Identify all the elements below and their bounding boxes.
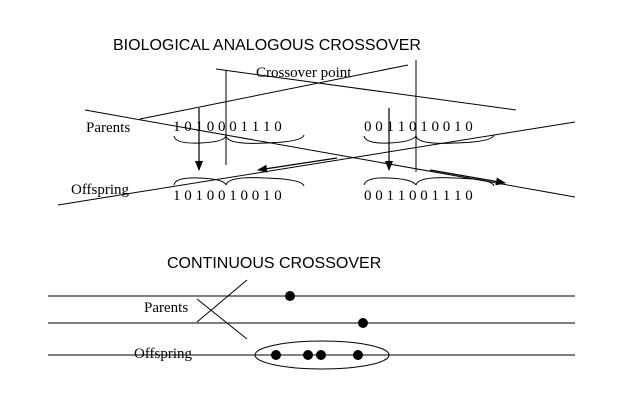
- continuous-parents-label: Parents: [144, 300, 188, 316]
- offspring-point-1: [271, 350, 281, 360]
- continuous-lines: [48, 279, 575, 370]
- offspring-1-brace-right: [225, 177, 305, 187]
- continuous-offspring-label: Offspring: [134, 346, 193, 362]
- offspring-point-2: [303, 350, 313, 360]
- background-cross-lines: [57, 64, 576, 206]
- parent-braces: [173, 134, 495, 144]
- parent-1-brace-right: [225, 134, 305, 144]
- offspring-point-4: [353, 350, 363, 360]
- parent-2-point: [358, 318, 368, 328]
- offspring-1-brace-left: [173, 177, 227, 186]
- offspring-1-bits: 1 0 1 0 0 1 0 0 1 0: [173, 188, 282, 204]
- parent-2-bits: 0 0 1 1 0 1 0 0 1 0: [364, 119, 473, 135]
- arrow-to-offspring-1: [257, 157, 338, 173]
- offspring-2-bits: 0 0 1 1 0 0 1 1 1 0: [364, 188, 473, 204]
- parent-1-brace-left: [173, 135, 227, 144]
- parent-2-brace-left: [363, 135, 417, 144]
- cross-line-b: [139, 64, 409, 120]
- crossover-point-label: Crossover point: [256, 65, 352, 81]
- continuous-title: CONTINUOUS CROSSOVER: [167, 255, 381, 272]
- arrow-to-offspring-2: [429, 169, 506, 186]
- offspring-2-brace-right: [415, 177, 495, 187]
- gene-arrows: [195, 108, 506, 186]
- parents-label: Parents: [86, 120, 130, 136]
- parents-pointer-down: [196, 298, 248, 340]
- parent-1-point: [285, 291, 295, 301]
- offspring-label: Offspring: [71, 182, 130, 198]
- offspring-2-brace-left: [363, 177, 417, 186]
- parent-2-brace-right: [415, 134, 495, 144]
- biological-title: BIOLOGICAL ANALOGOUS CROSSOVER: [113, 37, 421, 54]
- offspring-ellipse: [254, 340, 390, 370]
- parents-pointer-up: [196, 279, 248, 323]
- offspring-point-3: [316, 350, 326, 360]
- cross-line-a: [215, 68, 517, 111]
- cross-line-c: [84, 109, 576, 198]
- continuous-points: [271, 291, 368, 360]
- parent-1-bits: 1 0 1 0 0 0 1 1 1 0: [173, 119, 282, 135]
- cross-line-d: [57, 121, 576, 206]
- offspring-braces: [173, 177, 495, 187]
